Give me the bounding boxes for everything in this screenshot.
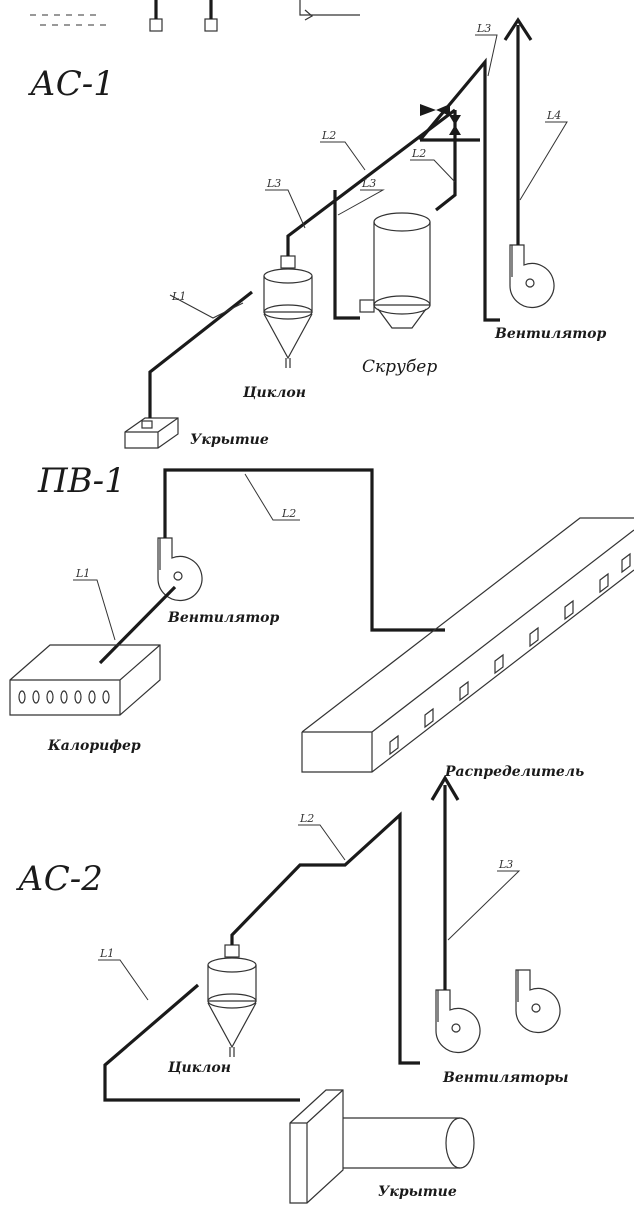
ac2-tag-l3: L3 [498, 858, 513, 871]
ac1-cyclone [263, 255, 313, 369]
ac2-cyclone-label: Циклон [167, 1060, 231, 1076]
ac2-tag-l2: L2 [299, 812, 314, 825]
pv1-distributor-label: Распределитель [444, 764, 584, 780]
pv1-fan-label: Вентилятор [167, 610, 279, 626]
ac1-valve-1 [420, 104, 450, 116]
top-artifact [30, 0, 360, 32]
ac2-cyclone [207, 944, 257, 1058]
pv1-system: ПВ-1 Вентилятор L2 L1 Калорифер [9, 461, 634, 780]
ac2-fan-1 [435, 989, 481, 1054]
ac1-cyclone-label: Циклон [242, 385, 306, 401]
ac2-title: АС-2 [16, 859, 103, 899]
pv1-fan [157, 537, 203, 602]
ac1-tag-l4: L4 [546, 109, 561, 122]
pv1-heater [9, 644, 161, 716]
ac2-tag-l1: L1 [99, 947, 114, 960]
ac2-system: АС-2 Циклон L2 L1 L3 Вентиляторы Укрытие [16, 774, 569, 1204]
ac1-hood [124, 417, 179, 449]
ac1-duct-l2 [435, 110, 457, 212]
ac1-tag-l3b: L3 [361, 177, 376, 190]
pv1-distributor [301, 517, 634, 773]
ac1-hood-label: Укрытие [190, 432, 269, 448]
ac1-tag-l3c: L3 [476, 22, 491, 35]
ac1-exhaust-arrow-icon [503, 17, 533, 41]
ac2-hood [289, 1089, 475, 1204]
ac2-fan-2 [515, 969, 561, 1034]
pv1-duct-l2 [163, 468, 445, 632]
pv1-tag-l1: L1 [75, 567, 90, 580]
pv1-title: ПВ-1 [37, 461, 126, 501]
ac1-scrubber-label: Скрубер [362, 357, 437, 377]
ac1-tag-l2a: L2 [321, 129, 336, 142]
ac2-exhaust-arrow-icon [430, 774, 460, 801]
ac1-tag-l1: L1 [171, 290, 186, 303]
ac1-system: АС-1 Укрытие Циклон [28, 17, 606, 449]
ac1-tag-l2b: L2 [411, 147, 426, 160]
ac1-main-riser [418, 57, 500, 322]
ac1-fan [509, 244, 555, 309]
ac1-duct-l3 [286, 108, 456, 256]
pv1-duct-l1 [98, 585, 177, 665]
ac2-fans-label: Вентиляторы [442, 1070, 569, 1086]
pv1-tag-l2: L2 [281, 507, 296, 520]
pv1-heater-label: Калорифер [47, 738, 141, 754]
ac1-title: АС-1 [28, 64, 115, 104]
ac2-duct-l1 [103, 983, 300, 1102]
ac1-bypass-duct [333, 190, 360, 320]
ac1-fan-label: Вентилятор [494, 326, 606, 342]
ac2-hood-label: Укрытие [378, 1184, 457, 1200]
ac1-tag-l3a: L3 [266, 177, 281, 190]
ac1-duct-l1 [148, 290, 253, 418]
ac2-duct-l2 [230, 811, 420, 1065]
ac1-scrubber [359, 212, 431, 329]
